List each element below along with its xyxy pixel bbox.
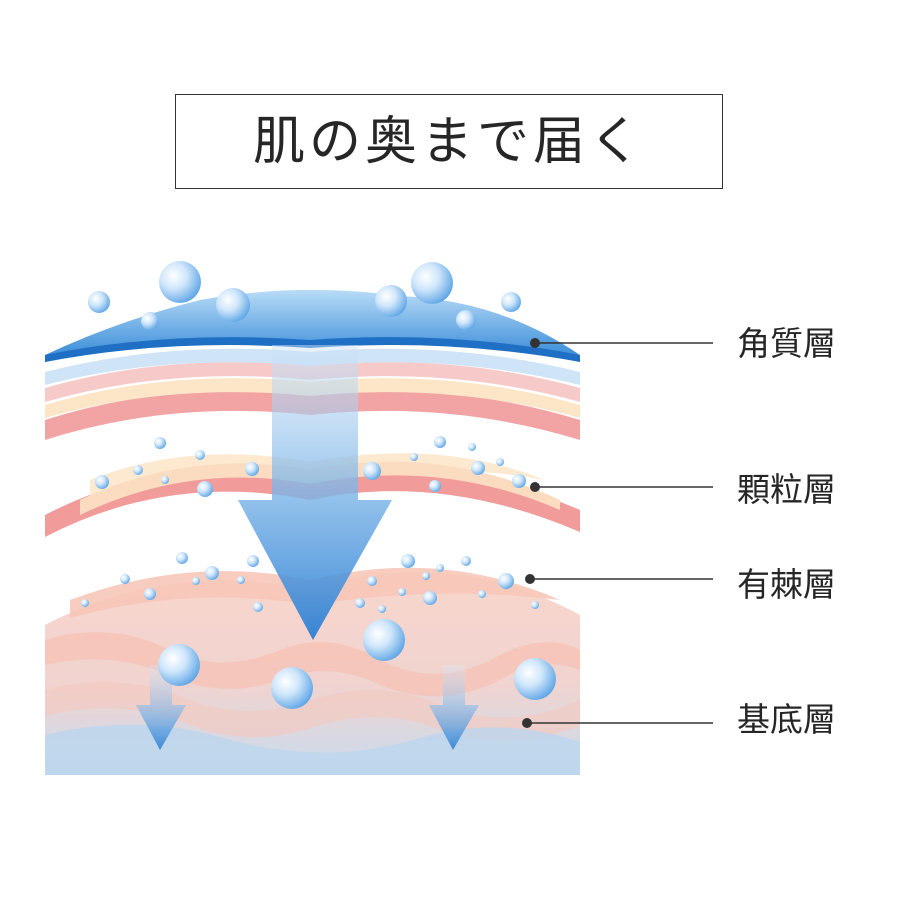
label-stratum-corneum: 角質層 xyxy=(737,324,836,363)
leader-line-spinosum xyxy=(525,574,713,584)
label-stratum-granulosum: 顆粒層 xyxy=(737,470,836,509)
down-arrow-icon xyxy=(136,665,186,750)
water-drop-icon xyxy=(88,261,556,709)
stratum-corneum-bands xyxy=(45,348,580,440)
stratum-corneum-layer xyxy=(45,289,580,362)
leader-line-granulosum xyxy=(530,482,713,492)
down-arrow-icon xyxy=(238,345,392,640)
down-arrow-icon xyxy=(429,665,479,750)
label-stratum-basale: 基底層 xyxy=(737,700,836,739)
page-title: 肌の奥まで届く xyxy=(252,111,645,172)
water-drop-icon xyxy=(95,436,526,497)
label-stratum-spinosum: 有棘層 xyxy=(737,565,836,604)
water-drop-icon xyxy=(81,552,539,613)
leader-line-corneum xyxy=(530,338,713,348)
title-box: 肌の奥まで届く xyxy=(175,94,723,189)
leader-line-basale xyxy=(522,718,713,728)
